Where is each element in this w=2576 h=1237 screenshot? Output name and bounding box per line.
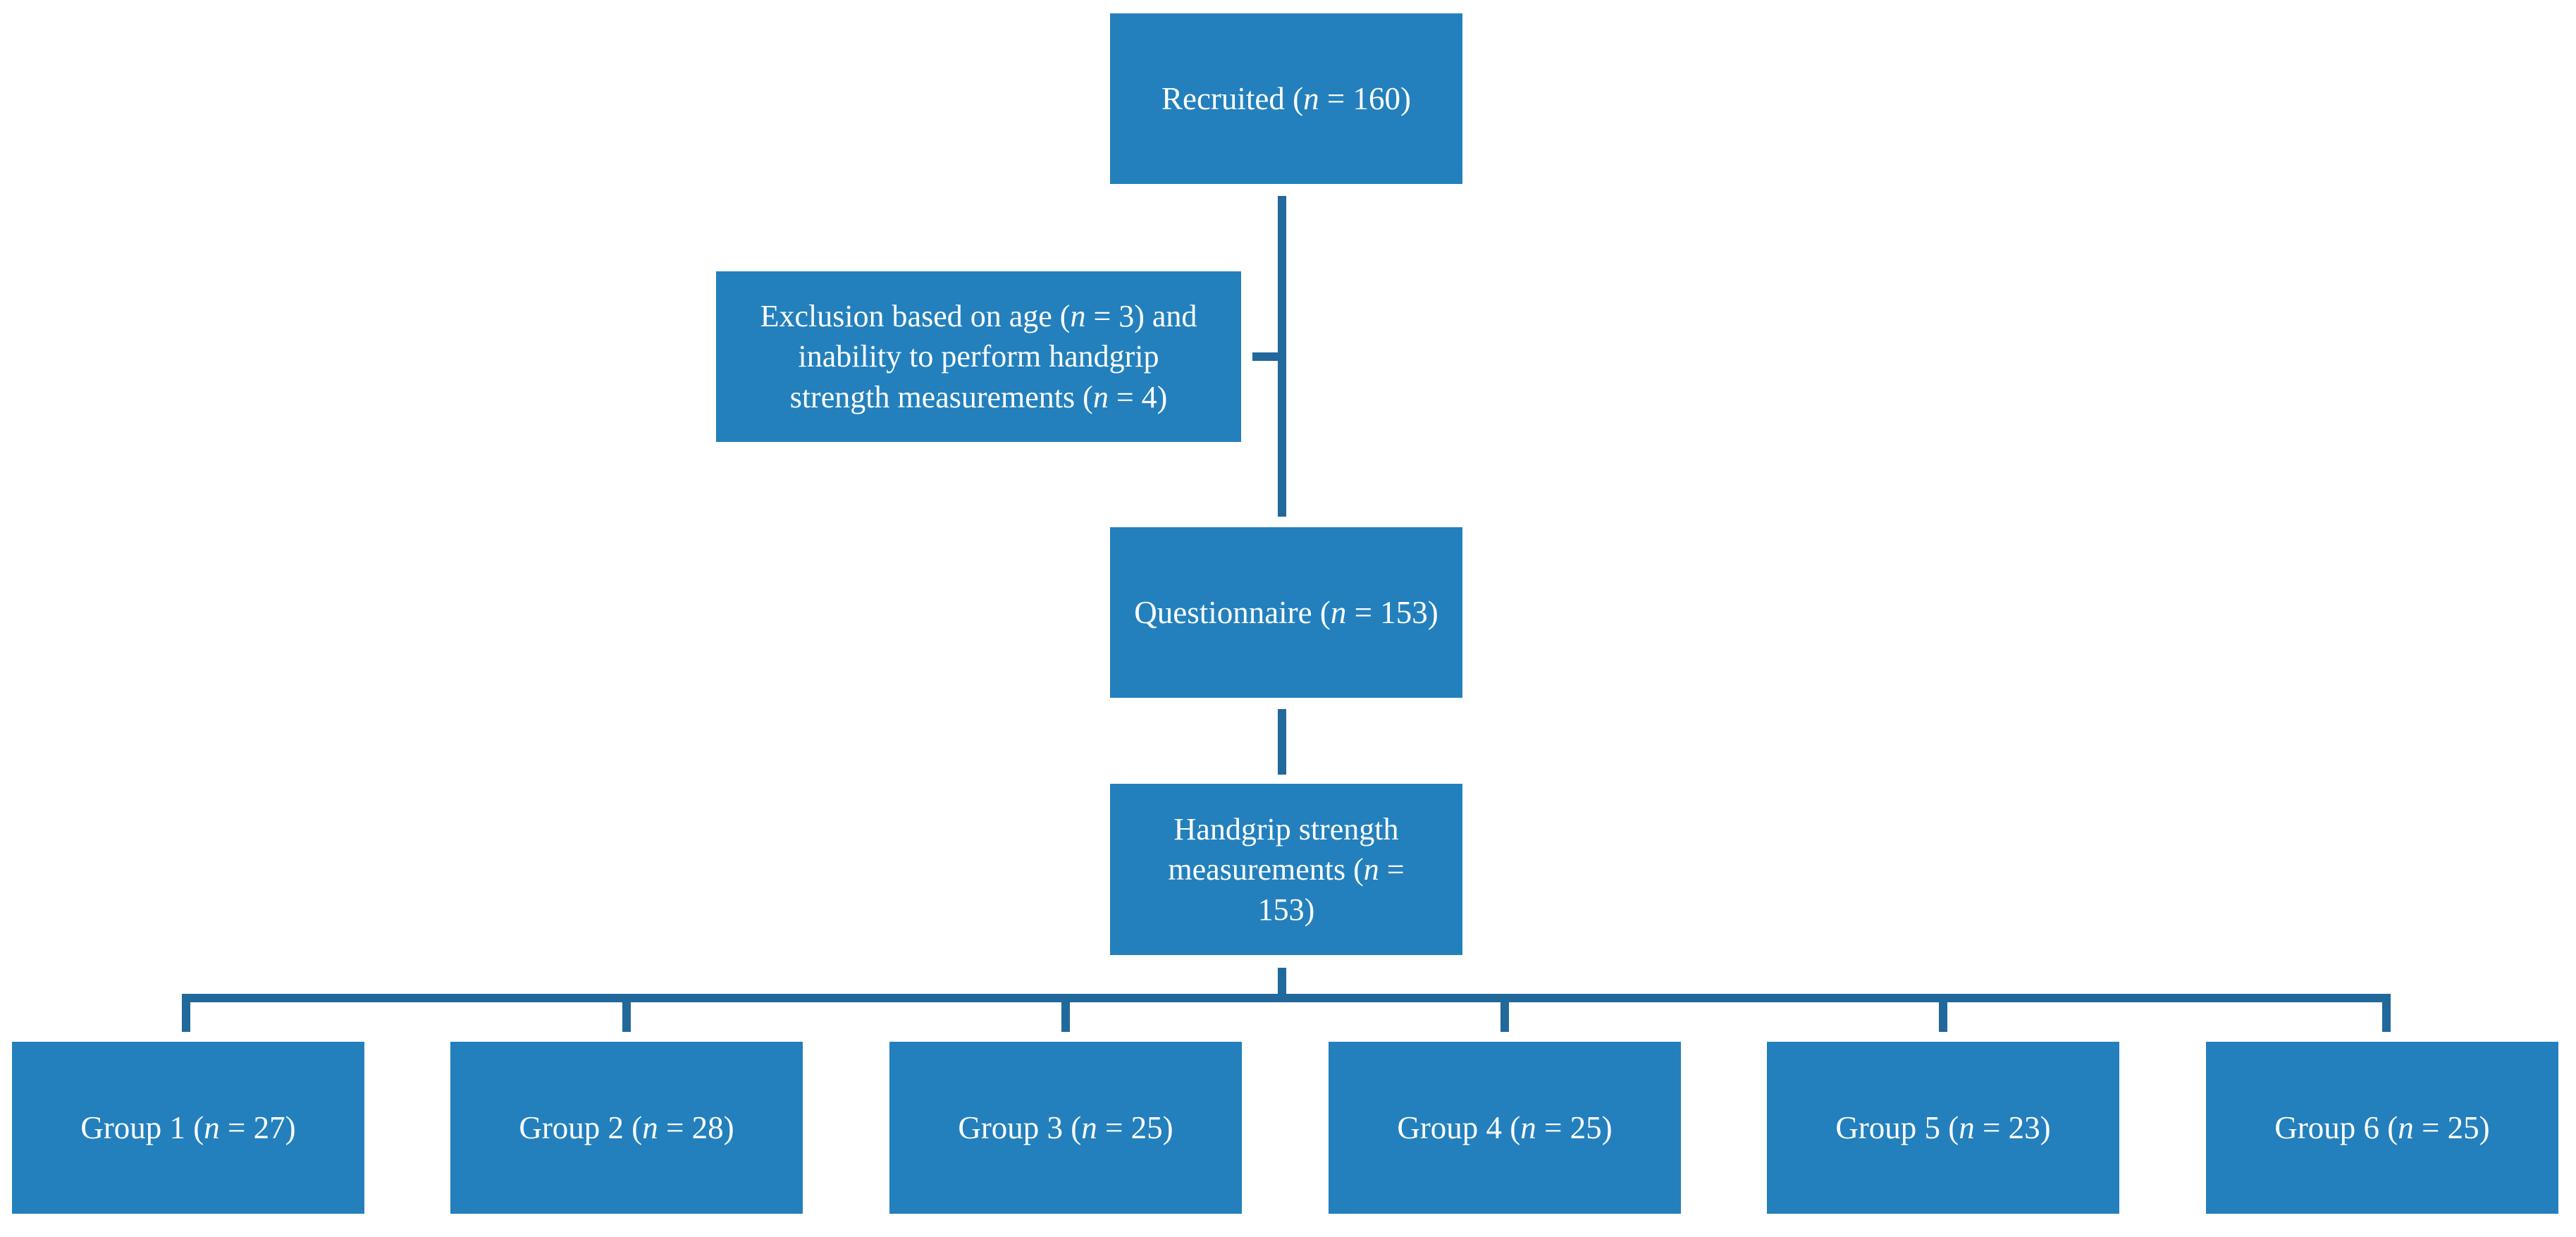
group-2-label: Group 2 (n = 28) — [519, 1109, 734, 1145]
group-6-label: Group 6 (n = 25) — [2274, 1109, 2490, 1145]
questionnaire-label: Questionnaire (n = 153) — [1134, 594, 1438, 630]
connector-exclusion-branch — [1252, 352, 1286, 361]
group-4-box: Group 4 (n = 25) — [1329, 1042, 1681, 1214]
group-1-box: Group 1 (n = 27) — [12, 1042, 364, 1214]
handgrip-box: Handgrip strength measurements (n = 153) — [1110, 784, 1462, 955]
handgrip-line-2: measurements (n = — [1168, 851, 1405, 887]
exclusion-line-3: strength measurements (n = 4) — [789, 379, 1168, 414]
handgrip-label: Handgrip strength measurements (n = 153) — [1168, 809, 1404, 930]
group-4-label: Group 4 (n = 25) — [1397, 1109, 1613, 1145]
connector-groups-bus — [182, 994, 2391, 1002]
group-3-label: Group 3 (n = 25) — [958, 1109, 1173, 1145]
connector-to-group-6 — [2382, 994, 2391, 1032]
connector-handgrip-to-bus — [1278, 968, 1286, 1001]
connector-to-group-1 — [182, 994, 190, 1032]
exclusion-line-2: inability to perform handgrip — [798, 339, 1159, 374]
handgrip-line-1: Handgrip strength — [1173, 811, 1399, 847]
recruited-box: Recruited (n = 160) — [1110, 13, 1462, 184]
group-5-label: Group 5 (n = 23) — [1835, 1109, 2051, 1145]
exclusion-box: Exclusion based on age (n = 3) and inabi… — [716, 271, 1241, 442]
exclusion-line-1: Exclusion based on age (n = 3) and — [760, 299, 1197, 334]
recruited-label: Recruited (n = 160) — [1161, 80, 1412, 116]
exclusion-label: Exclusion based on age (n = 3) and inabi… — [760, 296, 1197, 417]
group-1-label: Group 1 (n = 27) — [80, 1109, 296, 1145]
connector-to-group-3 — [1061, 994, 1070, 1032]
questionnaire-box: Questionnaire (n = 153) — [1110, 527, 1462, 698]
connector-to-group-2 — [622, 994, 631, 1032]
connector-to-group-4 — [1500, 994, 1509, 1032]
group-3-box: Group 3 (n = 25) — [889, 1042, 1242, 1214]
connector-questionnaire-to-handgrip — [1278, 709, 1286, 775]
handgrip-line-3: 153) — [1257, 892, 1315, 928]
group-2-box: Group 2 (n = 28) — [450, 1042, 803, 1214]
connector-to-group-5 — [1939, 994, 1947, 1032]
group-5-box: Group 5 (n = 23) — [1767, 1042, 2119, 1214]
group-6-box: Group 6 (n = 25) — [2206, 1042, 2558, 1214]
